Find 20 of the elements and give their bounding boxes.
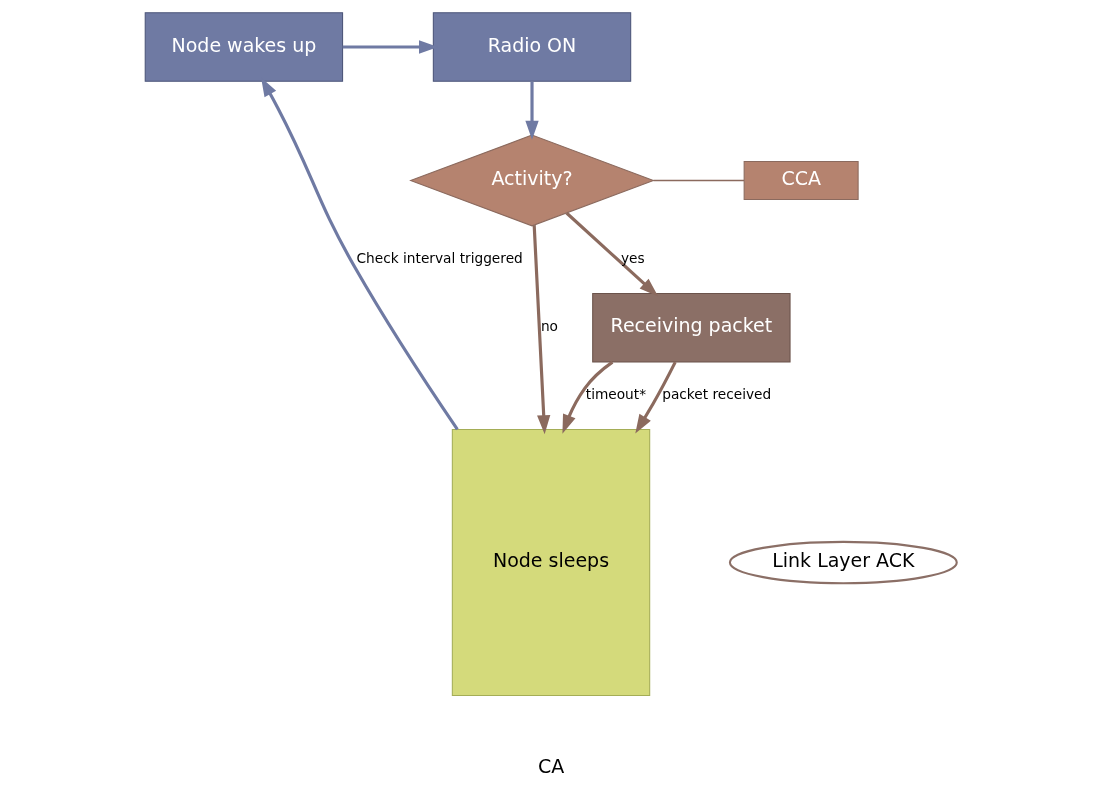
arrow xyxy=(565,211,659,297)
edge-label: packet received xyxy=(662,386,772,403)
node-box: Receiving packet xyxy=(592,292,791,363)
arrow xyxy=(525,81,539,140)
edge-label: timeout* xyxy=(585,386,647,403)
node-diamond: Activity? xyxy=(409,134,655,227)
node-ellipse: Link Layer ACK xyxy=(728,540,958,585)
label: CA xyxy=(537,754,565,777)
node-box: Node sleeps xyxy=(451,429,651,697)
arrow xyxy=(532,225,551,435)
arrow xyxy=(562,360,614,434)
edge-label: no xyxy=(540,318,558,335)
edge-label: Check interval triggered xyxy=(356,250,523,267)
connector xyxy=(652,179,745,182)
arrow xyxy=(261,77,459,431)
node-box: Radio ON xyxy=(432,12,632,82)
node-box: Node wakes up xyxy=(144,12,344,82)
edge-label: yes xyxy=(620,250,645,267)
node-box: CCA xyxy=(743,160,859,200)
arrow xyxy=(635,361,677,434)
